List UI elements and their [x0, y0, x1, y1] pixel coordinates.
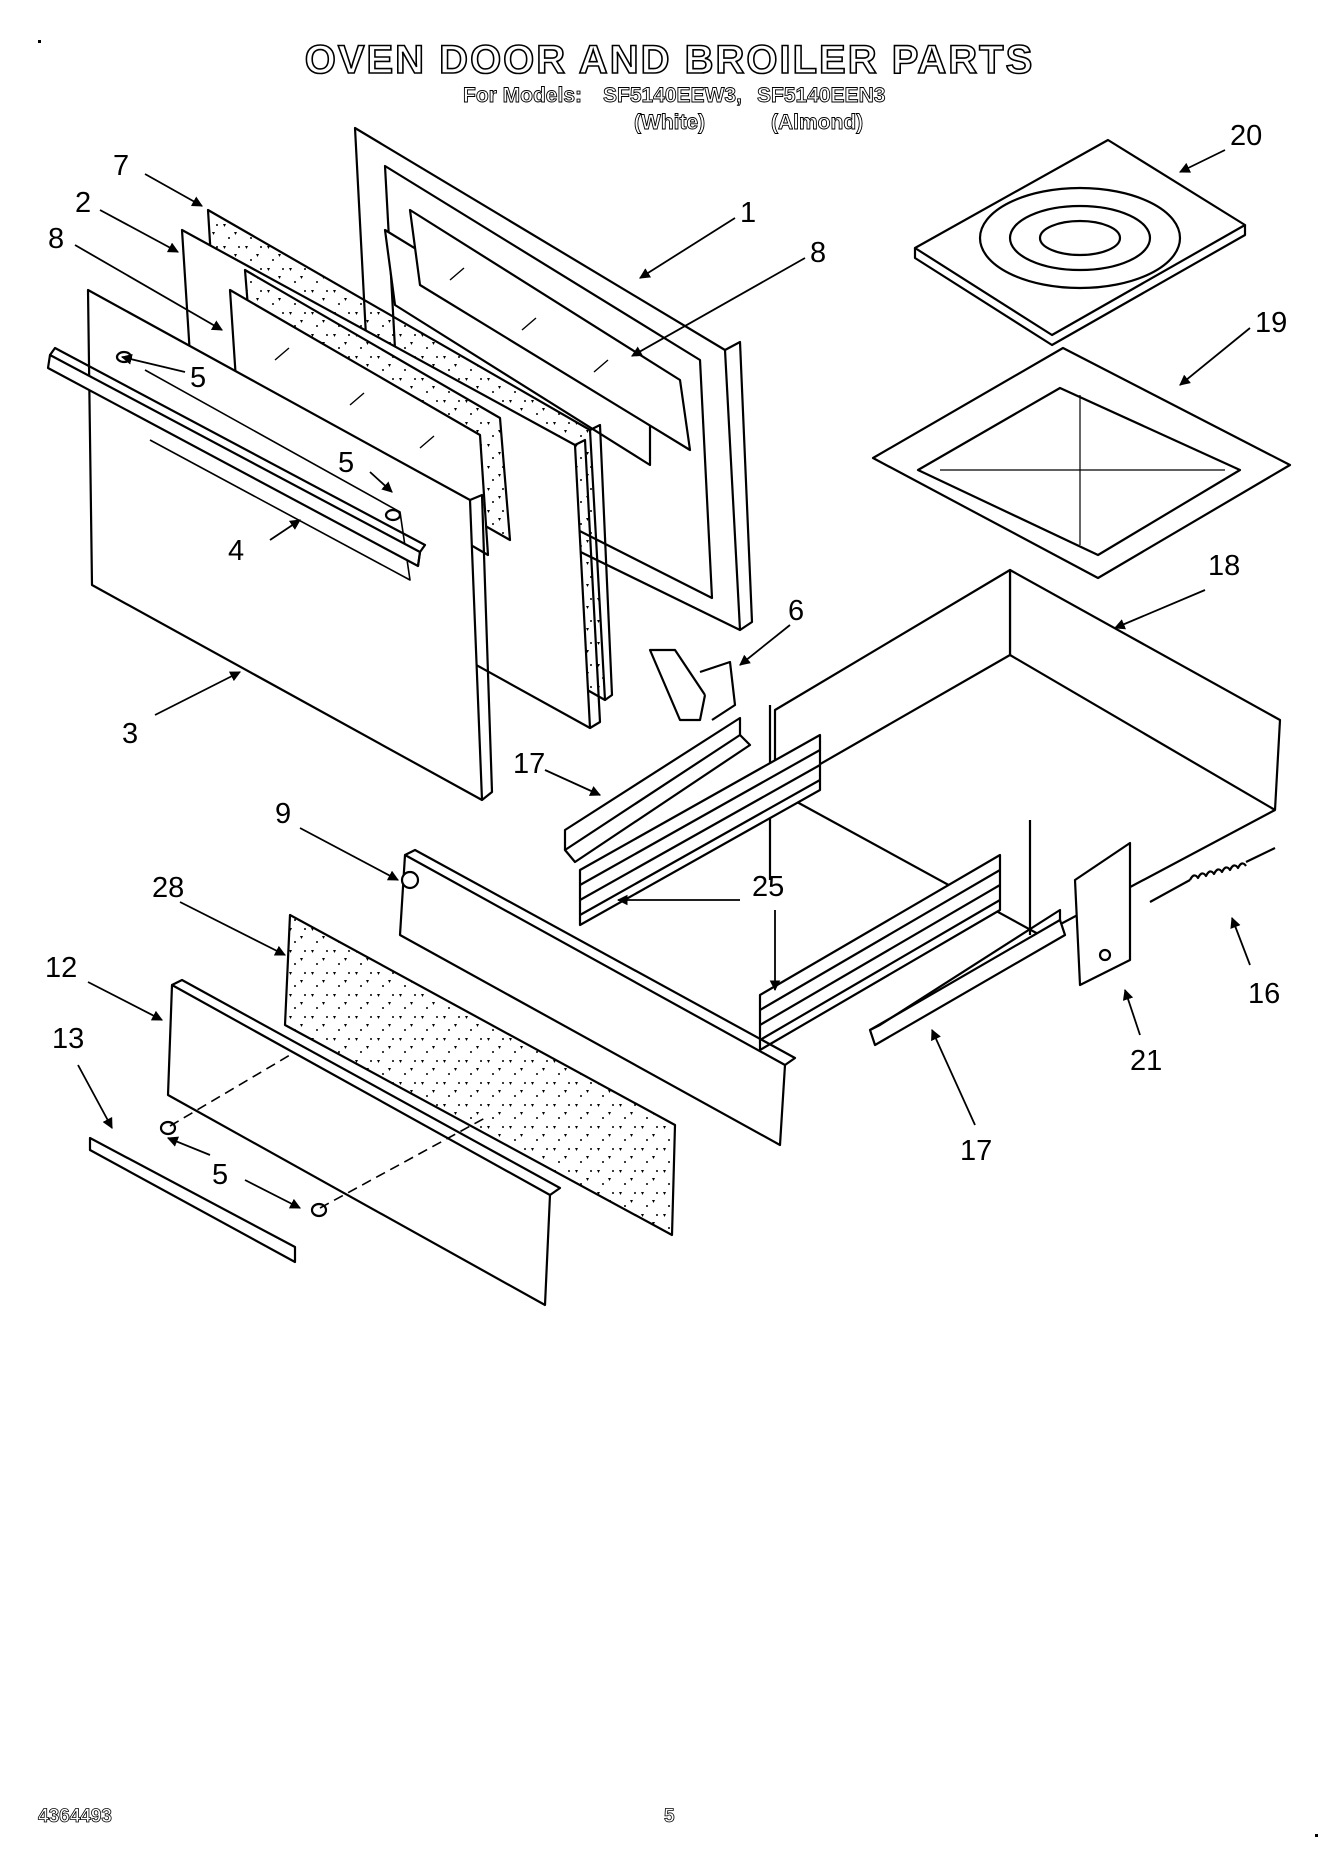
- broiler-pan-grid: [913, 138, 1247, 347]
- callout-7: 7: [113, 150, 129, 182]
- door-hinge: [648, 648, 737, 722]
- door-handle: [46, 346, 427, 568]
- corner-mark: [1315, 1834, 1318, 1837]
- diagram-title: OVEN DOOR AND BROILER PARTS: [304, 37, 1035, 83]
- models-prefix: For Models:: [463, 84, 583, 108]
- drawer-slide-right: [868, 908, 1067, 1047]
- callout-5-handle-left: 5: [190, 362, 206, 394]
- callout-18: 18: [1208, 550, 1240, 582]
- callout-19: 19: [1255, 307, 1287, 339]
- callout-1: 1: [740, 197, 756, 229]
- corner-mark: [38, 40, 41, 43]
- color-white: (White): [634, 111, 706, 135]
- callout-17-left: 17: [513, 748, 545, 780]
- drawer-spacer: [159, 1120, 328, 1218]
- rack-glide-left: [578, 733, 822, 927]
- callout-8-lower: 8: [48, 223, 64, 255]
- page-number: 5: [664, 1806, 675, 1828]
- callout-12: 12: [45, 952, 77, 984]
- callout-28: 28: [152, 872, 184, 904]
- callout-6: 6: [788, 595, 804, 627]
- callout-17-right: 17: [960, 1135, 992, 1167]
- model-white: SF5140EEW3,: [603, 84, 743, 108]
- callout-13: 13: [52, 1023, 84, 1055]
- broiler-drawer: [768, 568, 1282, 937]
- color-almond: (Almond): [771, 111, 864, 135]
- callout-20: 20: [1230, 120, 1262, 152]
- model-almond: SF5140EEN3: [757, 84, 886, 108]
- document-number: 4364493: [38, 1806, 113, 1828]
- drawer-spring: [1149, 847, 1276, 903]
- callout-21: 21: [1130, 1045, 1162, 1077]
- callout-16: 16: [1248, 978, 1280, 1010]
- callout-2: 2: [75, 187, 91, 219]
- drawer-front-panel: [166, 978, 562, 1307]
- callout-5-handle-right: 5: [338, 447, 354, 479]
- rack-glide-right: [758, 853, 1002, 1052]
- inner-window-glass: [383, 208, 692, 467]
- drawer-insulation: [283, 913, 677, 1237]
- callout-5-drawer: 5: [212, 1159, 228, 1191]
- callout-25: 25: [752, 871, 784, 903]
- callout-leaders: [74, 149, 1251, 1209]
- broiler-pan: [871, 346, 1292, 580]
- alignment-lines: [169, 1054, 486, 1209]
- callout-9: 9: [275, 798, 291, 830]
- callout-4: 4: [228, 535, 244, 567]
- drawer-handle: [88, 1136, 297, 1264]
- spring-bracket: [1073, 841, 1132, 987]
- drawer-front-liner: [398, 848, 797, 1147]
- callout-3: 3: [122, 718, 138, 750]
- callout-8-upper: 8: [810, 237, 826, 269]
- drawer-slide-left: [563, 716, 752, 864]
